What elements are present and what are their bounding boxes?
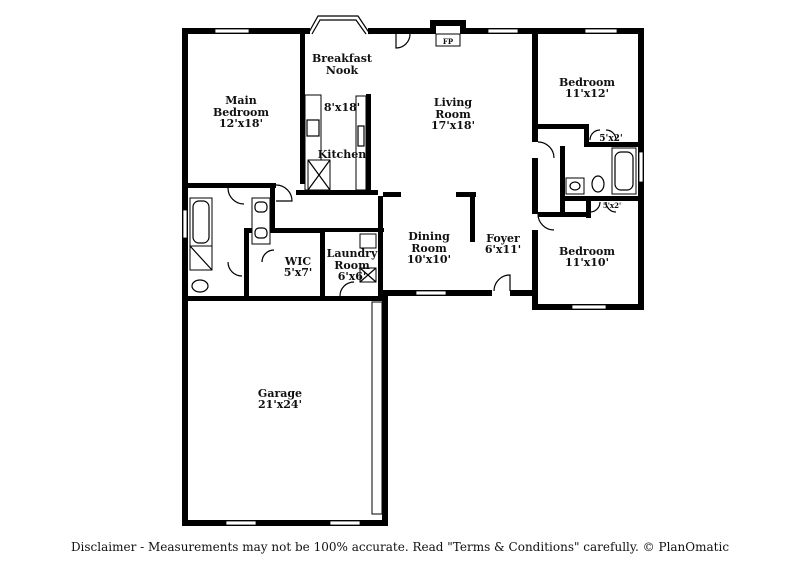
living-room-label-line1: Living [434,96,472,109]
dining-label-line2: Room [411,242,447,255]
closet-bottom-size: 5'x2' [603,201,621,210]
closet-top-size: 5'x2' [599,134,622,144]
room-labels: Main Bedroom 12'x18' Breakfast Nook 8'x1… [213,37,623,411]
laundry-label-line2: Room [334,259,370,272]
kitchen-size: 8'x18' [324,101,360,114]
main-bedroom-size: 12'x18' [219,117,263,130]
foyer-label: Foyer [486,232,520,245]
garage-label: Garage [258,387,302,400]
dining-size: 10'x10' [407,253,451,266]
wic-label: WIC [284,255,311,268]
living-room-label-line2: Room [435,108,471,121]
kitchen-label: Kitchen [318,148,367,161]
interior-walls [188,34,638,301]
fixtures [189,33,637,515]
garage-size: 21'x24' [258,398,302,411]
breakfast-nook-label-line1: Breakfast [312,52,373,65]
foyer-size: 6'x11' [485,243,521,256]
windows [182,28,644,526]
main-bedroom-label-line2: Bedroom [213,106,269,119]
breakfast-nook-label-line2: Nook [326,64,359,77]
laundry-label-line1: Laundry [327,247,378,260]
bedroom-bottom-size: 11'x10' [565,256,609,269]
bay-window [307,15,371,35]
laundry-size: 6'x6' [338,270,367,283]
dining-label-line1: Dining [408,230,450,243]
living-room-size: 17'x18' [431,119,475,132]
fireplace-label: FP [443,37,454,46]
disclaimer-text: Disclaimer - Measurements may not be 100… [70,540,730,554]
doors [227,33,617,297]
bedroom-bottom-label: Bedroom [559,245,615,258]
bedroom-top-label: Bedroom [559,76,615,89]
main-bedroom-label-line1: Main [225,94,256,107]
wic-size: 5'x7' [284,266,313,279]
bedroom-top-size: 11'x12' [565,87,609,100]
